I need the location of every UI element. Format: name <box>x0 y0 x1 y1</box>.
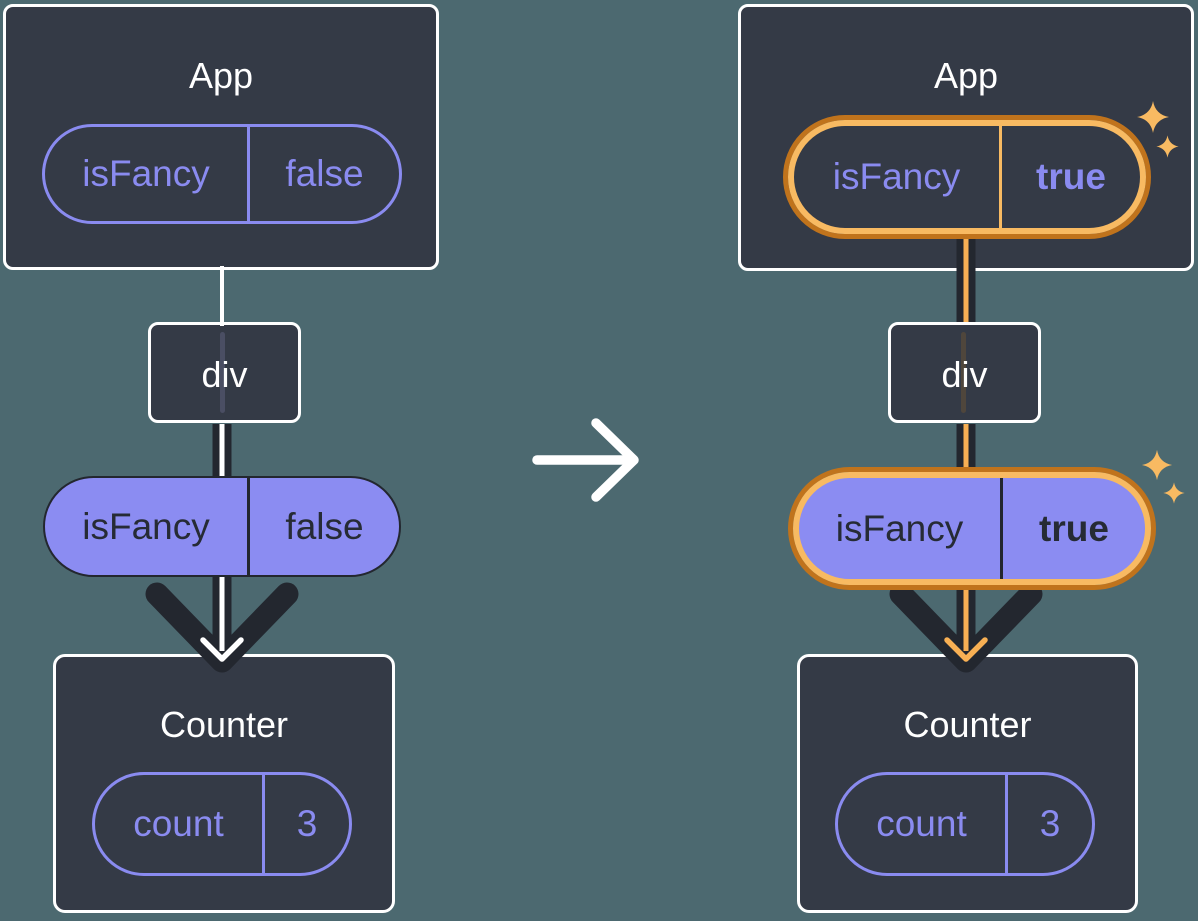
prop-name-label: isFancy <box>82 505 210 547</box>
before-app-state-pill: isFancy false <box>42 124 402 224</box>
sparkle-icon <box>1156 135 1179 158</box>
before-counter-state-pill: count 3 <box>92 772 352 876</box>
component-title: Counter <box>159 704 289 745</box>
state-name-label: count <box>133 803 224 844</box>
state-value-label: 3 <box>1005 775 1092 873</box>
state-flow-line <box>961 332 966 413</box>
div-label: div <box>941 354 988 395</box>
state-value-label: false <box>247 127 399 221</box>
before-div-box: div <box>148 322 301 423</box>
sparkle-icon <box>1137 101 1169 133</box>
after-div-box: div <box>888 322 1041 423</box>
after-app-state-pill-highlighted: isFancy true <box>783 115 1151 239</box>
component-title: App <box>188 55 254 96</box>
state-name-label: count <box>876 803 967 844</box>
sparkle-icon <box>1141 449 1173 481</box>
prop-value-label: true <box>1000 478 1145 579</box>
after-prop-pill-highlighted: isFancy true <box>788 467 1156 590</box>
state-name-label: isFancy <box>832 156 961 197</box>
state-value-label: true <box>999 126 1140 228</box>
state-name-label: isFancy <box>82 153 210 194</box>
component-title: Counter <box>903 704 1032 745</box>
sparkle-icon <box>1163 482 1185 504</box>
state-value-label: 3 <box>262 775 349 873</box>
after-counter-state-pill: count 3 <box>835 772 1095 876</box>
state-flow-line <box>220 332 225 413</box>
arrow-right-icon <box>532 418 639 502</box>
prop-value-label: false <box>247 478 399 575</box>
prop-name-label: isFancy <box>835 507 964 549</box>
div-label: div <box>201 354 248 395</box>
before-prop-pill: isFancy false <box>43 476 401 577</box>
component-title: App <box>933 55 999 96</box>
